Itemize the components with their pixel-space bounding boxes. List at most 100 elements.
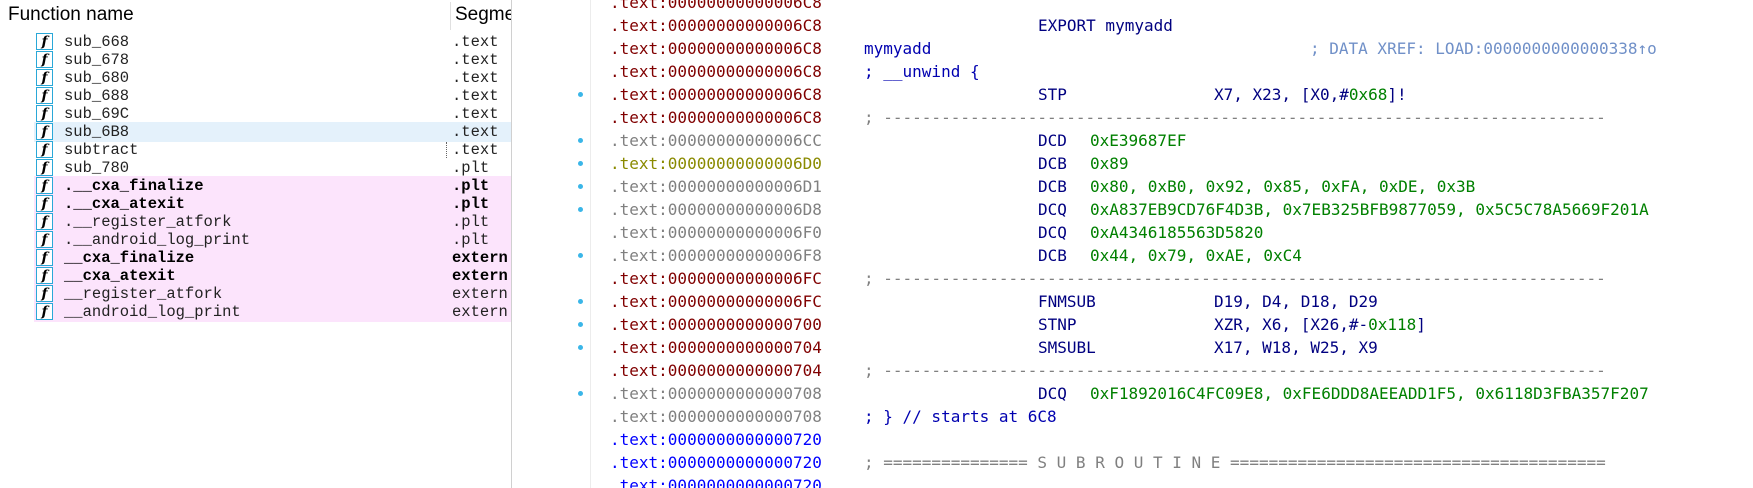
function-name: sub_668 bbox=[64, 33, 130, 51]
operand-text: ] bbox=[1416, 315, 1426, 334]
breakpoint-dot[interactable] bbox=[578, 345, 583, 350]
function-segment: .plt bbox=[452, 177, 490, 195]
line-address: .text:00000000000006C8 bbox=[610, 39, 822, 58]
function-name: sub_680 bbox=[64, 69, 130, 87]
breakpoint-dot[interactable] bbox=[578, 299, 583, 304]
function-row[interactable]: f.__android_log_print.plt bbox=[34, 230, 511, 250]
function-icon: f bbox=[36, 159, 53, 176]
operand-text: D19, D4, D18, D29 bbox=[1214, 292, 1378, 311]
column-header-segment[interactable]: Segme bbox=[455, 4, 511, 25]
function-row[interactable]: f.__register_atfork.plt bbox=[34, 212, 511, 232]
function-segment: .plt bbox=[452, 213, 490, 231]
data-operands: 0x80, 0xB0, 0x92, 0x85, 0xFA, 0xDE, 0x3B bbox=[1090, 177, 1476, 196]
instruction-mnemonic: DCD bbox=[1038, 131, 1067, 150]
function-row[interactable]: f.__cxa_finalize.plt bbox=[34, 176, 511, 196]
function-segment: extern bbox=[452, 303, 508, 321]
instruction-mnemonic: SMSUBL bbox=[1038, 338, 1096, 357]
instruction-mnemonic: DCQ bbox=[1038, 384, 1067, 403]
line-address: .text:00000000000006C8 bbox=[610, 0, 822, 12]
gutter-divider bbox=[590, 0, 591, 488]
function-icon: f bbox=[36, 123, 53, 140]
function-name: sub_688 bbox=[64, 87, 130, 105]
column-divider[interactable] bbox=[450, 2, 451, 30]
breakpoint-dot[interactable] bbox=[578, 184, 583, 189]
function-name: __android_log_print bbox=[64, 303, 241, 321]
function-icon: f bbox=[36, 303, 53, 320]
data-operands: 0x44, 0x79, 0xAE, 0xC4 bbox=[1090, 246, 1302, 265]
separator-line: ; --------------------------------------… bbox=[864, 361, 1606, 380]
line-label: mymyadd bbox=[864, 39, 932, 58]
line-address: .text:0000000000000704 bbox=[610, 338, 822, 357]
breakpoint-dot[interactable] bbox=[578, 207, 583, 212]
function-name: .__cxa_finalize bbox=[64, 177, 204, 195]
line-address: .text:00000000000006C8 bbox=[610, 16, 822, 35]
function-icon: f bbox=[36, 213, 53, 230]
function-icon: f bbox=[36, 141, 53, 158]
line-address: .text:00000000000006CC bbox=[610, 131, 822, 150]
data-operands: 0xF1892016C4FC09E8, 0xFE6DDD8AEEADD1F5, … bbox=[1090, 384, 1649, 403]
line-address: .text:00000000000006F0 bbox=[610, 223, 822, 242]
line-address: .text:00000000000006C8 bbox=[610, 85, 822, 104]
line-address: .text:00000000000006C8 bbox=[610, 62, 822, 81]
function-icon: f bbox=[36, 267, 53, 284]
instruction-mnemonic: DCQ bbox=[1038, 223, 1067, 242]
function-segment: .text bbox=[452, 123, 499, 141]
operand-text: ]! bbox=[1387, 85, 1407, 104]
line-address: .text:0000000000000708 bbox=[610, 407, 822, 426]
function-list-header: Function name Segme bbox=[0, 0, 511, 30]
breakpoint-dot[interactable] bbox=[578, 161, 583, 166]
instruction-mnemonic: DCB bbox=[1038, 246, 1067, 265]
breakpoint-dot[interactable] bbox=[578, 138, 583, 143]
hex-immediate: 0x118 bbox=[1368, 315, 1417, 334]
xref-comment[interactable]: ; DATA XREF: LOAD:0000000000000338↑o bbox=[1310, 39, 1657, 58]
function-row[interactable]: f.__cxa_atexit.plt bbox=[34, 194, 511, 214]
instruction-mnemonic: FNMSUB bbox=[1038, 292, 1096, 311]
function-icon: f bbox=[36, 285, 53, 302]
function-segment: extern bbox=[452, 249, 508, 267]
function-segment: .text bbox=[452, 105, 499, 123]
instruction-mnemonic: STNP bbox=[1038, 315, 1077, 334]
function-icon: f bbox=[36, 87, 53, 104]
subroutine-banner: ; =============== S U B R O U T I N E ==… bbox=[864, 453, 1606, 472]
function-segment: .plt bbox=[452, 231, 490, 249]
function-segment: .text bbox=[452, 33, 499, 51]
line-address: .text:0000000000000720 bbox=[610, 430, 822, 449]
line-address: .text:00000000000006F8 bbox=[610, 246, 822, 265]
operand-text: XZR, X6, [X26,#- bbox=[1214, 315, 1369, 334]
function-row[interactable]: f __android_log_print extern bbox=[34, 302, 511, 322]
function-row[interactable]: f sub_668 .text bbox=[34, 32, 511, 52]
function-segment: .text bbox=[452, 51, 499, 69]
column-header-function-name[interactable]: Function name bbox=[8, 4, 134, 25]
operand-text: X7, X23, [X0,# bbox=[1214, 85, 1349, 104]
function-icon: f bbox=[36, 51, 53, 68]
breakpoint-dot[interactable] bbox=[578, 322, 583, 327]
breakpoint-dot[interactable] bbox=[578, 253, 583, 258]
function-name: __cxa_finalize bbox=[64, 249, 195, 267]
line-address: .text:00000000000006D1 bbox=[610, 177, 822, 196]
line-address: .text:0000000000000704 bbox=[610, 361, 822, 380]
function-icon: f bbox=[36, 33, 53, 50]
function-segment: .plt bbox=[452, 195, 490, 213]
breakpoint-dot[interactable] bbox=[578, 92, 583, 97]
disassembly-listing[interactable]: .text:00000000000006C8 .text:000000000000… bbox=[610, 0, 1753, 488]
data-operands: 0xA4346185563D5820 bbox=[1090, 223, 1264, 242]
line-address: .text:00000000000006FC bbox=[610, 292, 822, 311]
separator-line: ; --------------------------------------… bbox=[864, 269, 1606, 288]
function-name: sub_780 bbox=[64, 159, 130, 177]
instruction-mnemonic: EXPORT mymyadd bbox=[1038, 16, 1173, 35]
function-name: .__cxa_atexit bbox=[64, 195, 185, 213]
function-segment: .text bbox=[452, 69, 499, 87]
function-segment: .text bbox=[452, 141, 499, 159]
breakpoint-dot[interactable] bbox=[578, 391, 583, 396]
